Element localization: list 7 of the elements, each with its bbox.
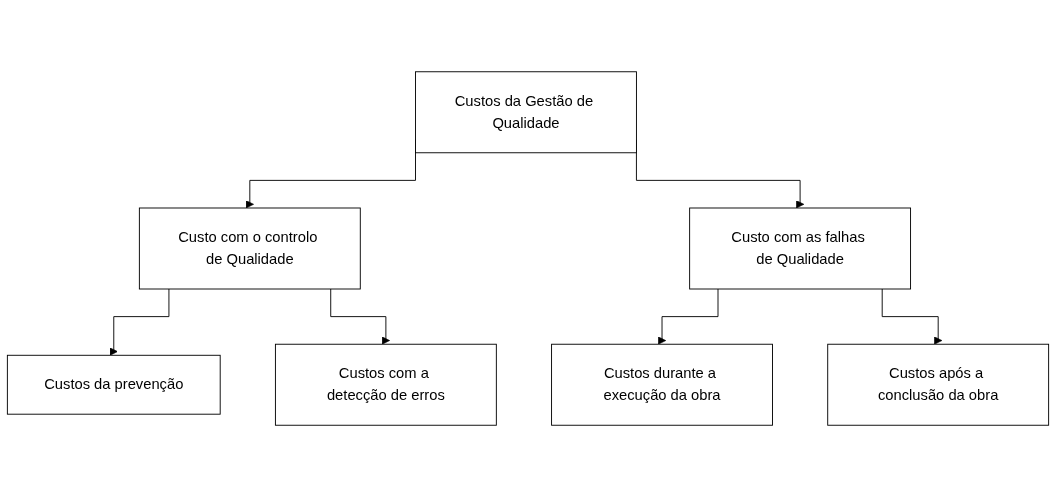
node-box: Custos da prevenção [6,354,221,415]
node-box: Custo com as falhas de Qualidade [689,207,911,290]
node-box: Custos após a conclusão da obra [827,343,1050,426]
node-box: Custo com o controlo de Qualidade [138,207,361,290]
node-box: Custos com a detecção de erros [274,343,497,426]
node-box: Custos da Gestão de Qualidade [415,71,637,154]
node-box: Custos durante a execução da obra [551,343,773,426]
